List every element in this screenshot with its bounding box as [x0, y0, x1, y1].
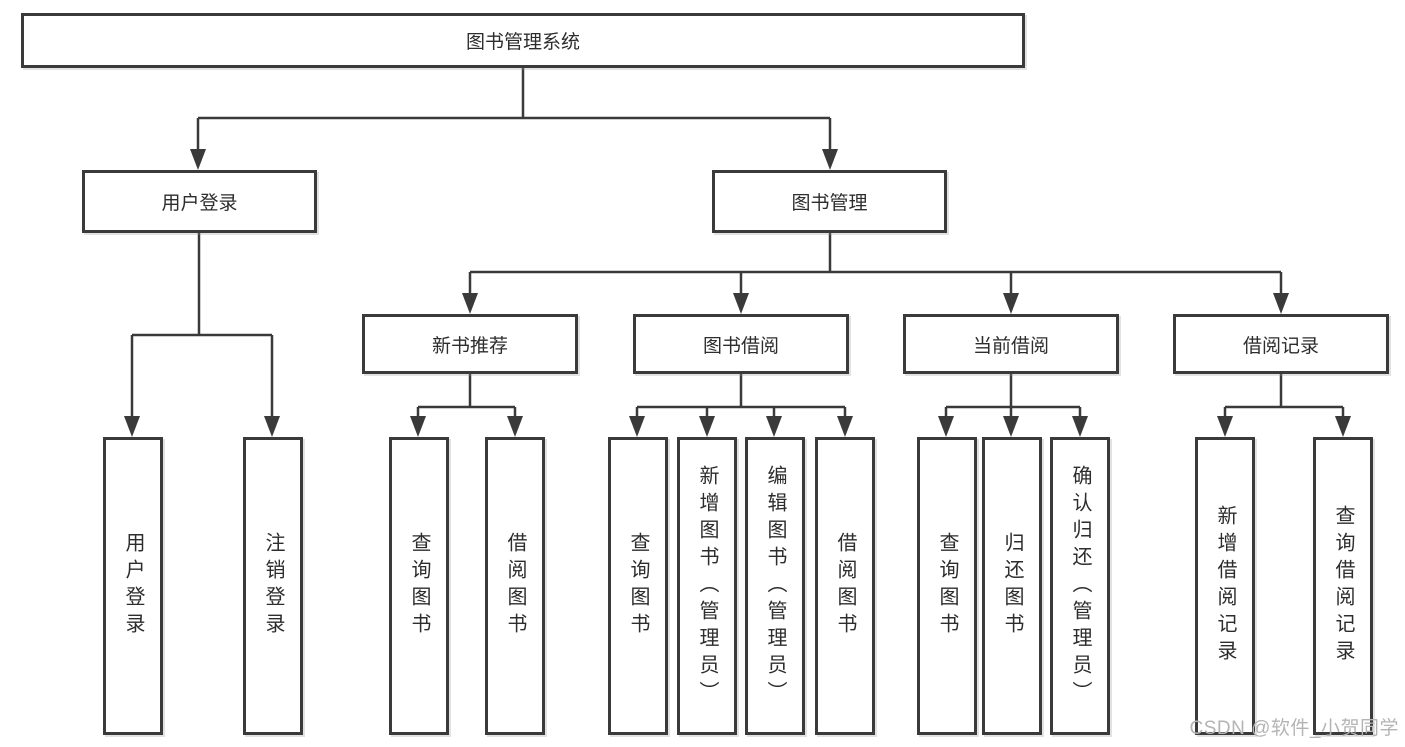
csdn-watermark: CSDN @软件_小贺同学 [1189, 718, 1399, 739]
leaf-current-query-books: 查询图书 [917, 437, 977, 735]
node-current-borrow: 当前借阅 [903, 314, 1119, 374]
leaf-return-book: 归还图书 [982, 437, 1042, 735]
node-user-login: 用户登录 [82, 170, 317, 233]
node-borrow-records: 借阅记录 [1173, 314, 1389, 374]
leaf-logout: 注销登录 [243, 437, 303, 735]
leaf-query-borrow-record: 查询借阅记录 [1313, 437, 1373, 735]
leaf-user-login: 用户登录 [103, 437, 163, 735]
leaf-borrow-book: 借阅图书 [815, 437, 875, 735]
leaf-edit-book-admin: 编辑图书（管理员） [745, 437, 805, 735]
node-book-management: 图书管理 [712, 170, 947, 233]
node-root-system: 图书管理系统 [21, 13, 1025, 68]
leaf-add-book-admin: 新增图书（管理员） [677, 437, 737, 735]
leaf-newrec-query-books: 查询图书 [389, 437, 449, 735]
node-new-book-recommend: 新书推荐 [362, 314, 578, 374]
tree-edges [130, 68, 1345, 418]
node-book-borrow: 图书借阅 [633, 314, 849, 374]
leaf-borrow-query-books: 查询图书 [608, 437, 668, 735]
leaf-add-borrow-record: 新增借阅记录 [1195, 437, 1255, 735]
arrowheads [124, 149, 1351, 437]
leaf-confirm-return-admin: 确认归还（管理员） [1050, 437, 1110, 735]
leaf-newrec-borrow-books: 借阅图书 [485, 437, 545, 735]
